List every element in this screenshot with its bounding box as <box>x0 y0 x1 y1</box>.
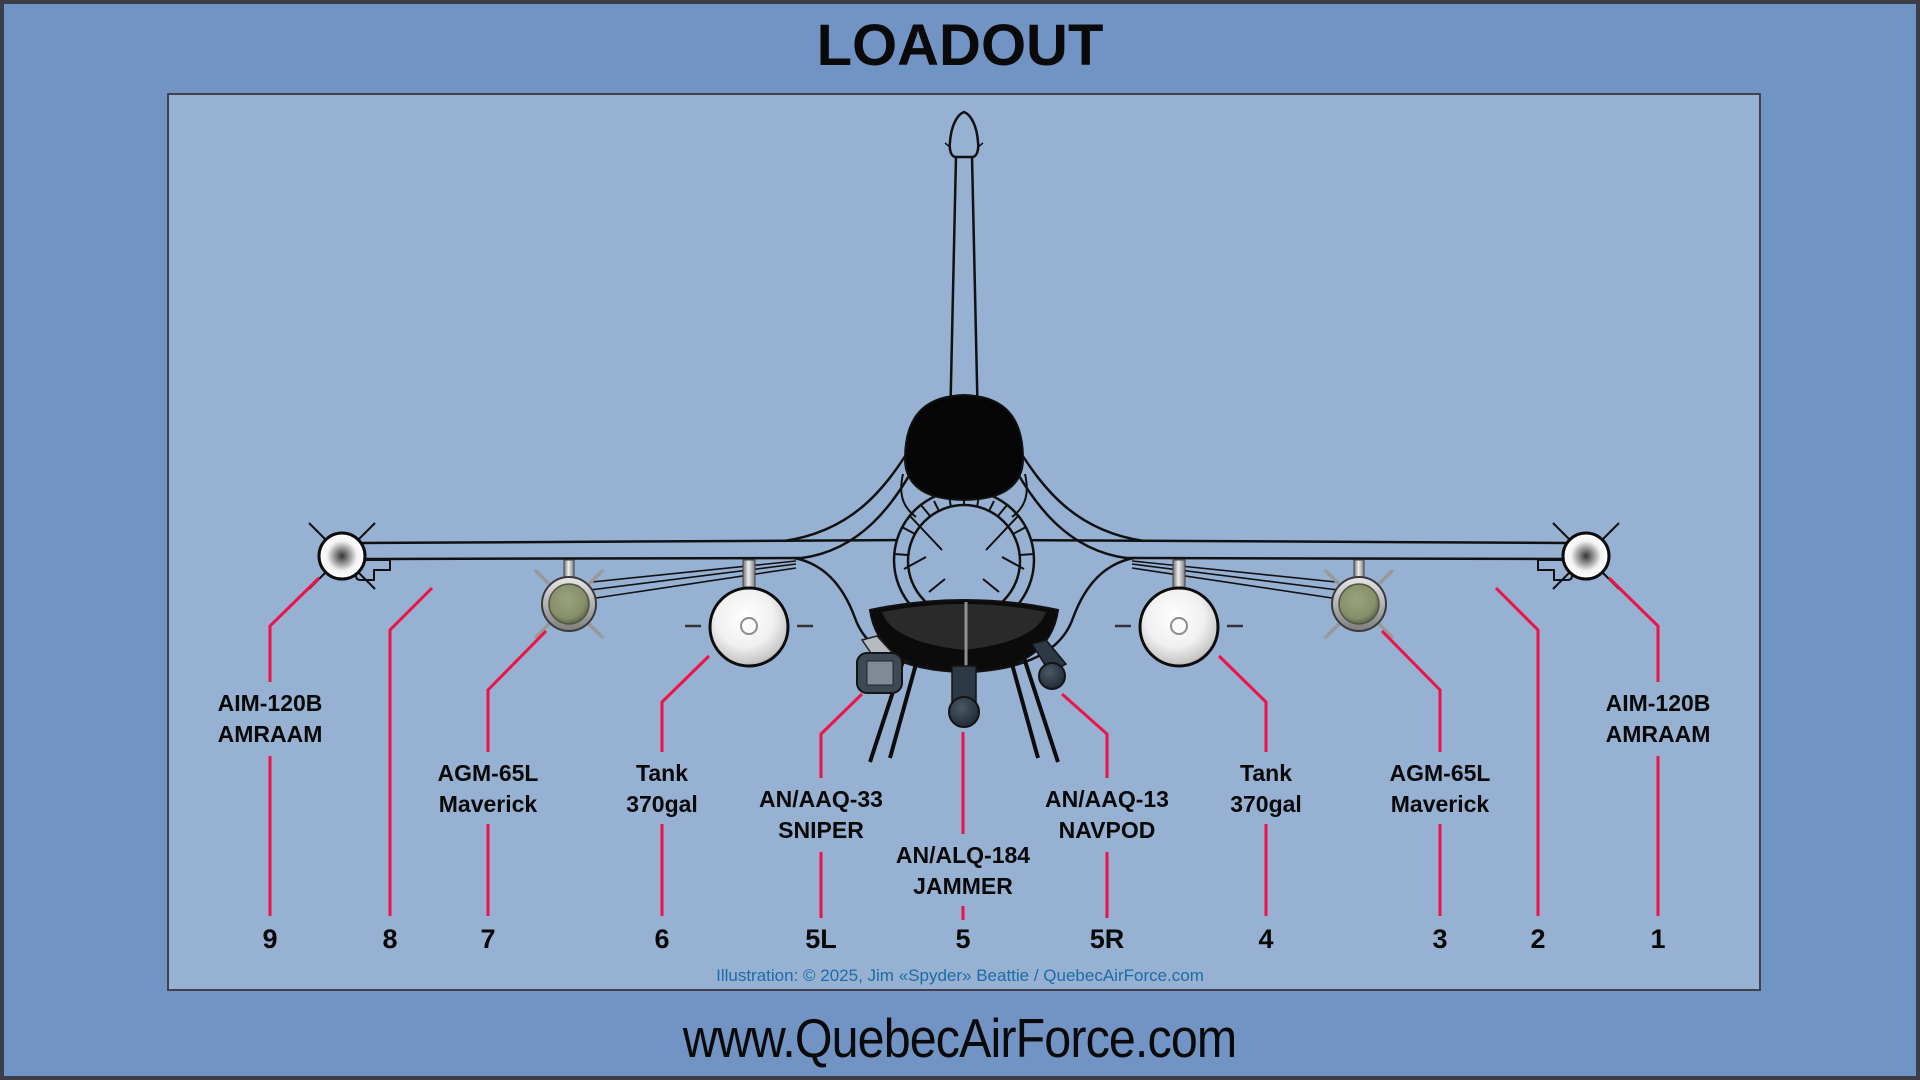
station-8-number: 8 <box>382 924 398 954</box>
station-1-number: 1 <box>1650 924 1666 954</box>
station-7-number: 7 <box>480 924 496 954</box>
station-3-number: 3 <box>1432 924 1448 954</box>
station-5-number: 5 <box>955 924 971 954</box>
website-url-row: www.QuebecAirForce.com <box>4 1006 1916 1070</box>
station-9-number: 9 <box>262 924 278 954</box>
station-6-number: 6 <box>654 924 670 954</box>
station-4-number: 4 <box>1258 924 1274 954</box>
station-5R-number: 5R <box>1089 924 1125 954</box>
station-2-number: 2 <box>1530 924 1546 954</box>
illustration-credit: Illustration: © 2025, Jim «Spyder» Beatt… <box>716 966 1204 985</box>
page-title: LOADOUT <box>816 13 1104 78</box>
website-url: www.QuebecAirForce.com <box>683 1007 1237 1069</box>
station-5L-number: 5L <box>805 924 837 954</box>
